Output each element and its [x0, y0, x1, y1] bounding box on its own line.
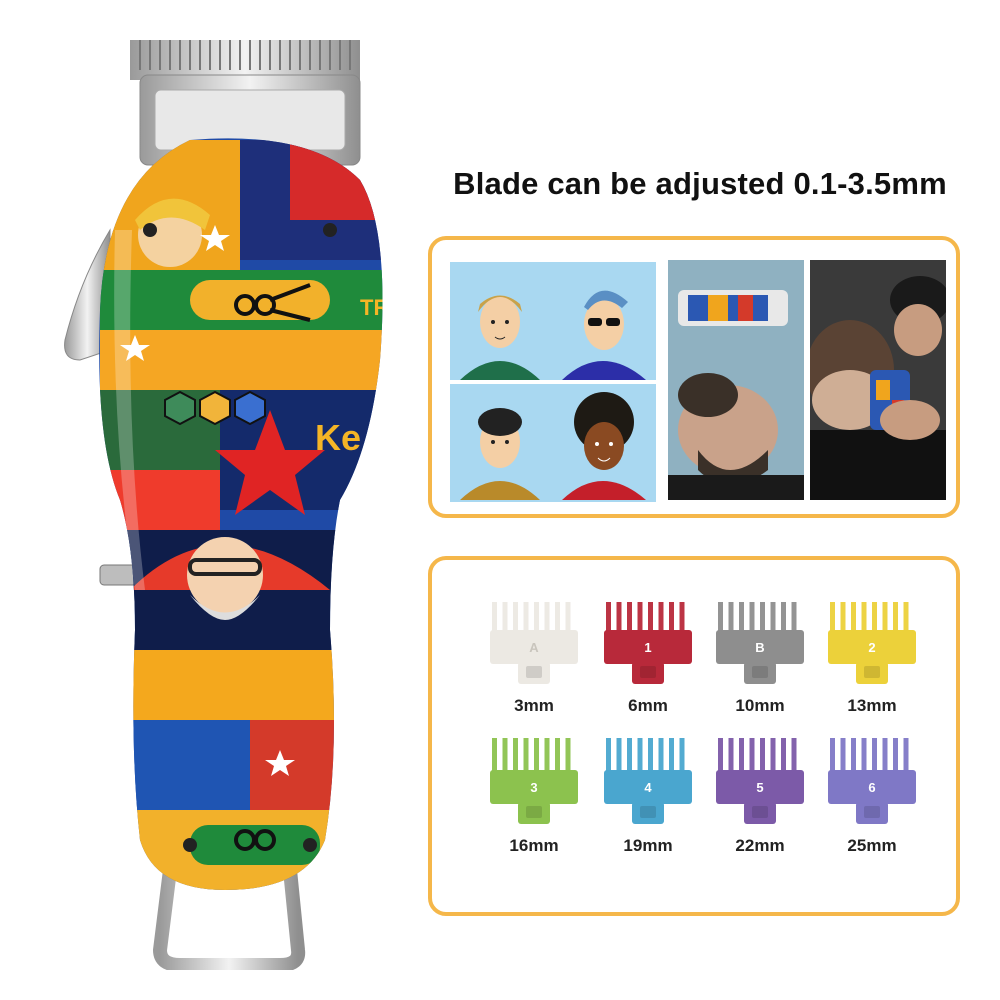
hairstyle-panel [428, 236, 960, 518]
guard-length-label: 13mm [847, 696, 897, 715]
guard-comb-icon [490, 738, 578, 824]
guard-length-label: 25mm [847, 836, 897, 855]
photo-barber-cutting [810, 260, 946, 500]
clipper-body: Ke TR [99, 138, 389, 891]
guard-comb-icon [828, 602, 916, 684]
guard-length-label: 19mm [623, 836, 673, 855]
guard-comb-icon [490, 602, 578, 684]
guard-comb: 4 19mm [600, 736, 696, 856]
hanging-ring [152, 869, 306, 972]
photo-beard-trim [668, 260, 804, 500]
guard-comb: 3 16mm [486, 736, 582, 856]
cartoon-face-sunglasses [562, 290, 646, 380]
hair-clipper-illustration: Ke TR [40, 30, 400, 972]
guard-size-mark: 6 [868, 780, 876, 795]
guard-size-mark: 2 [868, 640, 876, 655]
taper-lever [64, 228, 111, 361]
guard-comb-icon [604, 738, 692, 824]
cartoon-face-blond [460, 295, 540, 380]
guard-length-label: 16mm [509, 836, 559, 855]
guard-comb: A 3mm [486, 596, 582, 716]
guard-comb: 6 25mm [824, 736, 920, 856]
cartoon-face-afro [562, 392, 646, 500]
guard-size-mark: B [755, 640, 765, 655]
cartoon-face-black-hair [460, 408, 540, 500]
guard-length-label: 6mm [628, 696, 668, 715]
guard-comb: B 10mm [712, 596, 808, 716]
brand-text: Ke [315, 417, 361, 458]
guard-comb-icon [828, 738, 916, 824]
guard-comb: 2 13mm [824, 596, 920, 716]
guard-size-mark: 5 [756, 780, 764, 795]
guard-comb: 5 22mm [712, 736, 808, 856]
guard-size-mark: A [529, 640, 539, 655]
guard-size-mark: 4 [644, 780, 652, 795]
headline: Blade can be adjusted 0.1-3.5mm [453, 166, 947, 201]
hairstyle-cartoons [450, 262, 656, 502]
guard-length-label: 10mm [735, 696, 785, 715]
brand-text-top: TR [360, 295, 389, 320]
guard-comb-icon [716, 602, 804, 684]
guard-comb: 1 6mm [600, 596, 696, 716]
guard-length-label: 22mm [735, 836, 785, 855]
guard-size-mark: 3 [530, 780, 538, 795]
guard-comb-icon [604, 602, 692, 684]
guard-comb-icon [716, 738, 804, 824]
guard-size-mark: 1 [644, 640, 652, 655]
guard-length-label: 3mm [514, 696, 554, 715]
